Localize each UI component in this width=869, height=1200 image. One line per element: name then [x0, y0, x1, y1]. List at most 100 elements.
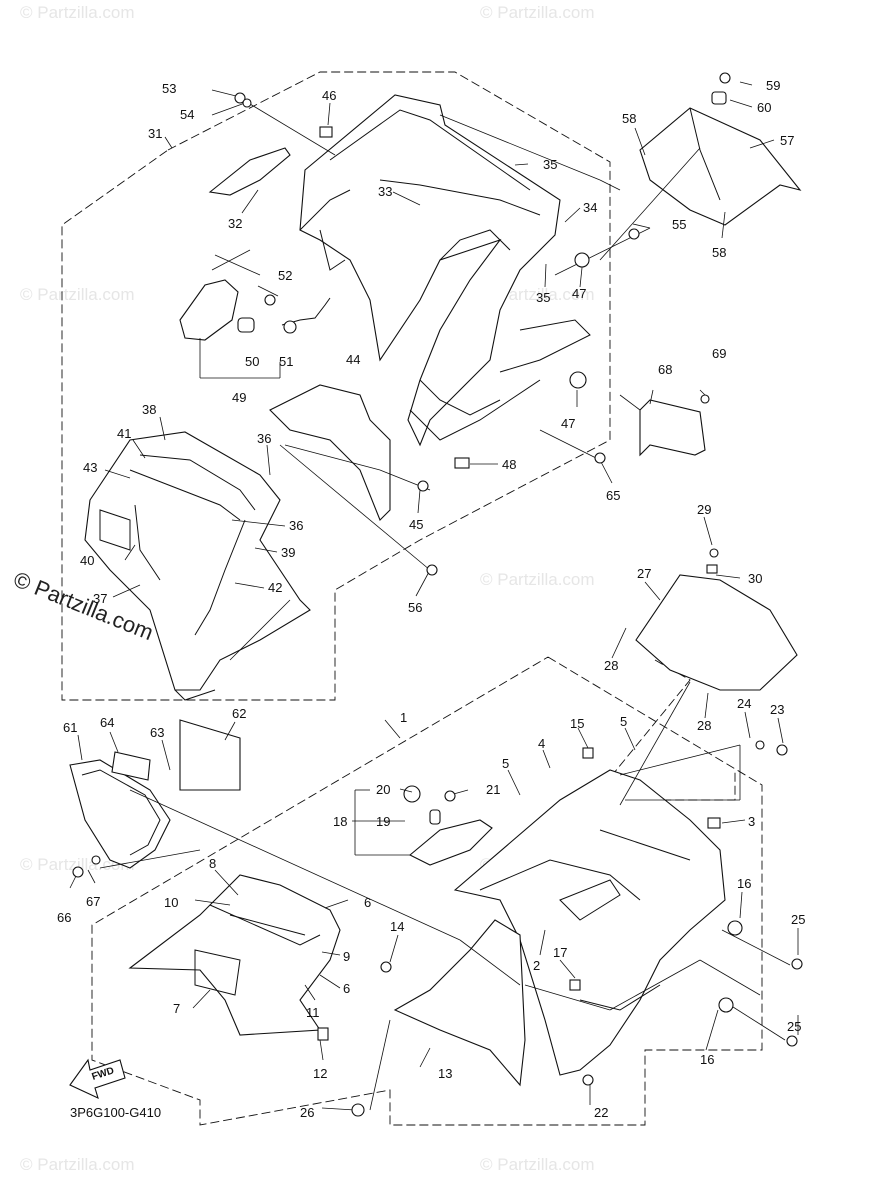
- lower-left-cowling: [128, 874, 341, 1036]
- part-label-55: 55: [672, 217, 686, 232]
- part-label-16: 16: [737, 876, 751, 891]
- part-label-47: 47: [572, 286, 586, 301]
- part-label-36: 36: [257, 431, 271, 446]
- part-label-50: 50: [245, 354, 259, 369]
- part-label-67: 67: [86, 894, 100, 909]
- part-label-34: 34: [583, 200, 597, 215]
- part-label-7: 7: [173, 1001, 180, 1016]
- part-label-65: 65: [606, 488, 620, 503]
- part-label-38: 38: [142, 402, 156, 417]
- left-side-cowling: [84, 431, 311, 701]
- part-label-69: 69: [712, 346, 726, 361]
- part-label-62: 62: [232, 706, 246, 721]
- part-label-30: 30: [748, 571, 762, 586]
- part-61-shape: [69, 759, 171, 869]
- part-label-10: 10: [164, 895, 178, 910]
- part-label-35: 35: [536, 290, 550, 305]
- part-label-41: 41: [117, 426, 131, 441]
- diagram-code: 3P6G100-G410: [70, 1105, 161, 1120]
- part-label-21: 21: [486, 782, 500, 797]
- part-label-68: 68: [658, 362, 672, 377]
- part-label-5: 5: [502, 756, 509, 771]
- part-label-13: 13: [438, 1066, 452, 1081]
- part-label-6: 6: [364, 895, 371, 910]
- part-label-15: 15: [570, 716, 584, 731]
- part-label-53: 53: [162, 81, 176, 96]
- part-68-shape: [639, 399, 706, 457]
- part-label-26: 26: [300, 1105, 314, 1120]
- part-label-59: 59: [766, 78, 780, 93]
- watermark-text: © Partzilla.com: [480, 1155, 595, 1174]
- part-label-27: 27: [637, 566, 651, 581]
- part-label-66: 66: [57, 910, 71, 925]
- light-assembly-49: [179, 279, 331, 341]
- part-label-25: 25: [787, 1019, 801, 1034]
- part-label-46: 46: [322, 88, 336, 103]
- part-label-29: 29: [697, 502, 711, 517]
- part-label-19: 19: [376, 814, 390, 829]
- part-label-40: 40: [80, 553, 94, 568]
- part-label-4: 4: [538, 736, 545, 751]
- part-label-45: 45: [409, 517, 423, 532]
- upper-group-boundary: [61, 71, 611, 701]
- watermark-text: © Partzilla.com: [480, 3, 595, 22]
- lamp-18: [409, 819, 493, 866]
- part-label-52: 52: [278, 268, 292, 283]
- part-label-51: 51: [279, 354, 293, 369]
- windscreen-27: [635, 574, 798, 691]
- part-label-3: 3: [748, 814, 755, 829]
- part-label-28: 28: [604, 658, 618, 673]
- part-label-28: 28: [697, 718, 711, 733]
- part-44-shape: [269, 384, 391, 521]
- part-label-57: 57: [780, 133, 794, 148]
- lower-right-cowling: [453, 769, 726, 1076]
- part-label-6: 6: [343, 981, 350, 996]
- part-label-48: 48: [502, 457, 516, 472]
- part-label-16: 16: [700, 1052, 714, 1067]
- part-label-61: 61: [63, 720, 77, 735]
- part-label-2: 2: [533, 958, 540, 973]
- part-label-42: 42: [268, 580, 282, 595]
- watermark-text: © Partzilla.com: [20, 3, 135, 22]
- fwd-arrow: FWD: [69, 1058, 126, 1100]
- part-label-39: 39: [281, 545, 295, 560]
- part-label-56: 56: [408, 600, 422, 615]
- part-13-shape: [393, 919, 526, 1087]
- part-label-35: 35: [543, 157, 557, 172]
- part-label-25: 25: [791, 912, 805, 927]
- part-label-58: 58: [712, 245, 726, 260]
- part-label-31: 31: [148, 126, 162, 141]
- part-labels: 1 2 3 4 5 5 6 6 7 8 9 10 11 12 13 14 15 …: [57, 78, 805, 1120]
- part-label-33: 33: [378, 184, 392, 199]
- part-label-63: 63: [150, 725, 164, 740]
- upper-cowling: [299, 94, 591, 447]
- lower-group-boundary: [91, 656, 763, 1126]
- part-label-49: 49: [232, 390, 246, 405]
- watermark-text: © Partzilla.com: [20, 1155, 135, 1174]
- part-label-47: 47: [561, 416, 575, 431]
- part-label-20: 20: [376, 782, 390, 797]
- part-label-37: 37: [93, 591, 107, 606]
- part-label-44: 44: [346, 352, 360, 367]
- watermark-text: © Partzilla.com: [480, 570, 595, 589]
- part-label-22: 22: [594, 1105, 608, 1120]
- part-label-8: 8: [209, 856, 216, 871]
- part-label-24: 24: [737, 696, 751, 711]
- part-57-shape: [639, 107, 802, 226]
- part-label-9: 9: [343, 949, 350, 964]
- part-label-43: 43: [83, 460, 97, 475]
- part-label-32: 32: [228, 216, 242, 231]
- part-label-54: 54: [180, 107, 194, 122]
- part-62-shape: [179, 719, 241, 791]
- watermark-text: © Partzilla.com: [20, 855, 135, 874]
- part-label-5: 5: [620, 714, 627, 729]
- part-label-12: 12: [313, 1066, 327, 1081]
- fasteners: [72, 72, 803, 1117]
- part-label-14: 14: [390, 919, 404, 934]
- part-64-shape: [111, 751, 151, 781]
- part-label-11: 11: [306, 1005, 320, 1020]
- part-label-58: 58: [622, 111, 636, 126]
- watermark-text: © Partzilla.com: [20, 285, 135, 304]
